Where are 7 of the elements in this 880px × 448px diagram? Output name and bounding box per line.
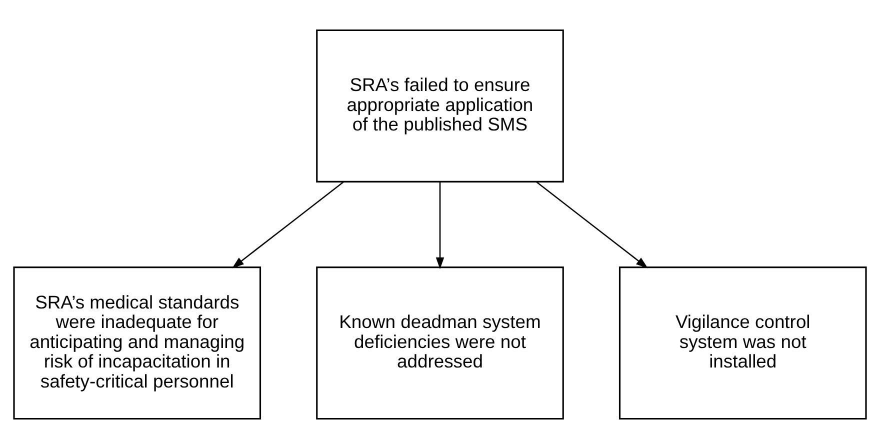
node-box: Vigilance control system was not installed	[618, 266, 867, 420]
arrow	[436, 182, 444, 269]
arrow	[232, 180, 344, 268]
arrow	[536, 180, 648, 268]
node-box: Known deadman system deficiencies were not addressed	[316, 266, 564, 420]
node-box: SRA’s failed to ensure appropriate application of the published SMS	[316, 28, 564, 182]
node-box: SRA’s medical standards were inadequate for anticipating and managing risk of incapacitation in safety-critical personnel	[13, 266, 262, 420]
